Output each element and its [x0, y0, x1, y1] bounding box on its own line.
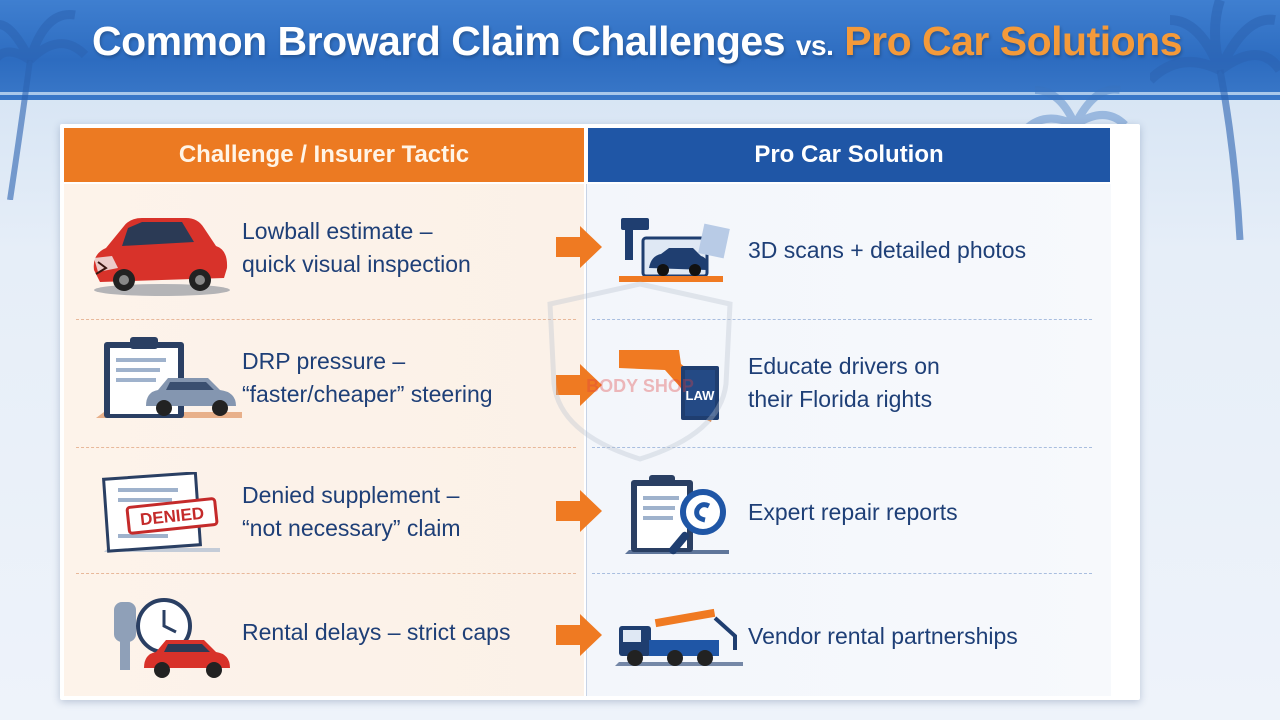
body-shop-watermark-logo: BODY SHOP	[547, 281, 733, 462]
clipboard-car-icon	[96, 337, 242, 418]
comparison-table: Challenge / Insurer Tactic Pro Car Solut…	[60, 124, 1140, 700]
challenge-text-4: Rental delays – strict caps	[242, 619, 511, 645]
title-vs: vs.	[795, 30, 834, 61]
row-divider	[592, 319, 1092, 320]
challenge-text-3: Denied supplement – “not necessary” clai…	[242, 482, 461, 541]
denied-stamp-icon: DENIED	[101, 472, 220, 553]
report-magnifier-icon	[625, 475, 729, 555]
solution-text-4: Vendor rental partnerships	[748, 623, 1018, 649]
car-scanner-icon	[619, 218, 730, 282]
challenge-text-1: Lowball estimate – quick visual inspecti…	[242, 218, 471, 277]
solution-column-header: Pro Car Solution	[588, 128, 1110, 182]
key-clock-car-icon	[114, 598, 230, 678]
challenge-column-header: Challenge / Insurer Tactic	[64, 128, 584, 182]
row-divider	[76, 447, 576, 448]
row-divider	[76, 573, 576, 574]
watermark-text: BODY SHOP	[586, 376, 694, 396]
arrow-right-icon	[556, 490, 602, 532]
solution-text-3: Expert repair reports	[748, 499, 958, 525]
arrow-right-icon	[556, 226, 602, 268]
row-divider	[592, 573, 1092, 574]
header-divider	[0, 92, 1280, 95]
solution-text-2: Educate drivers on their Florida rights	[748, 353, 940, 412]
arrow-right-icon	[556, 364, 602, 406]
solution-text-1: 3D scans + detailed photos	[748, 237, 1027, 263]
challenge-text-2: DRP pressure – “faster/cheaper” steering	[242, 348, 493, 407]
tow-truck-icon	[615, 608, 743, 666]
palm-tree-icon	[0, 10, 89, 200]
damaged-car-icon	[93, 218, 230, 296]
florida-law-book-icon: LAW	[619, 350, 719, 422]
header-banner	[0, 0, 1280, 100]
row-divider	[592, 447, 1092, 448]
palm-tree-icon	[1150, 0, 1280, 240]
title-accent: Pro Car Solutions	[844, 18, 1183, 64]
arrow-right-icon	[556, 614, 602, 656]
title-main: Common Broward Claim Challenges	[92, 18, 786, 64]
page-title: Common Broward Claim Challenges vs. Pro …	[92, 18, 1183, 65]
law-label: LAW	[686, 388, 716, 403]
row-divider	[76, 319, 576, 320]
